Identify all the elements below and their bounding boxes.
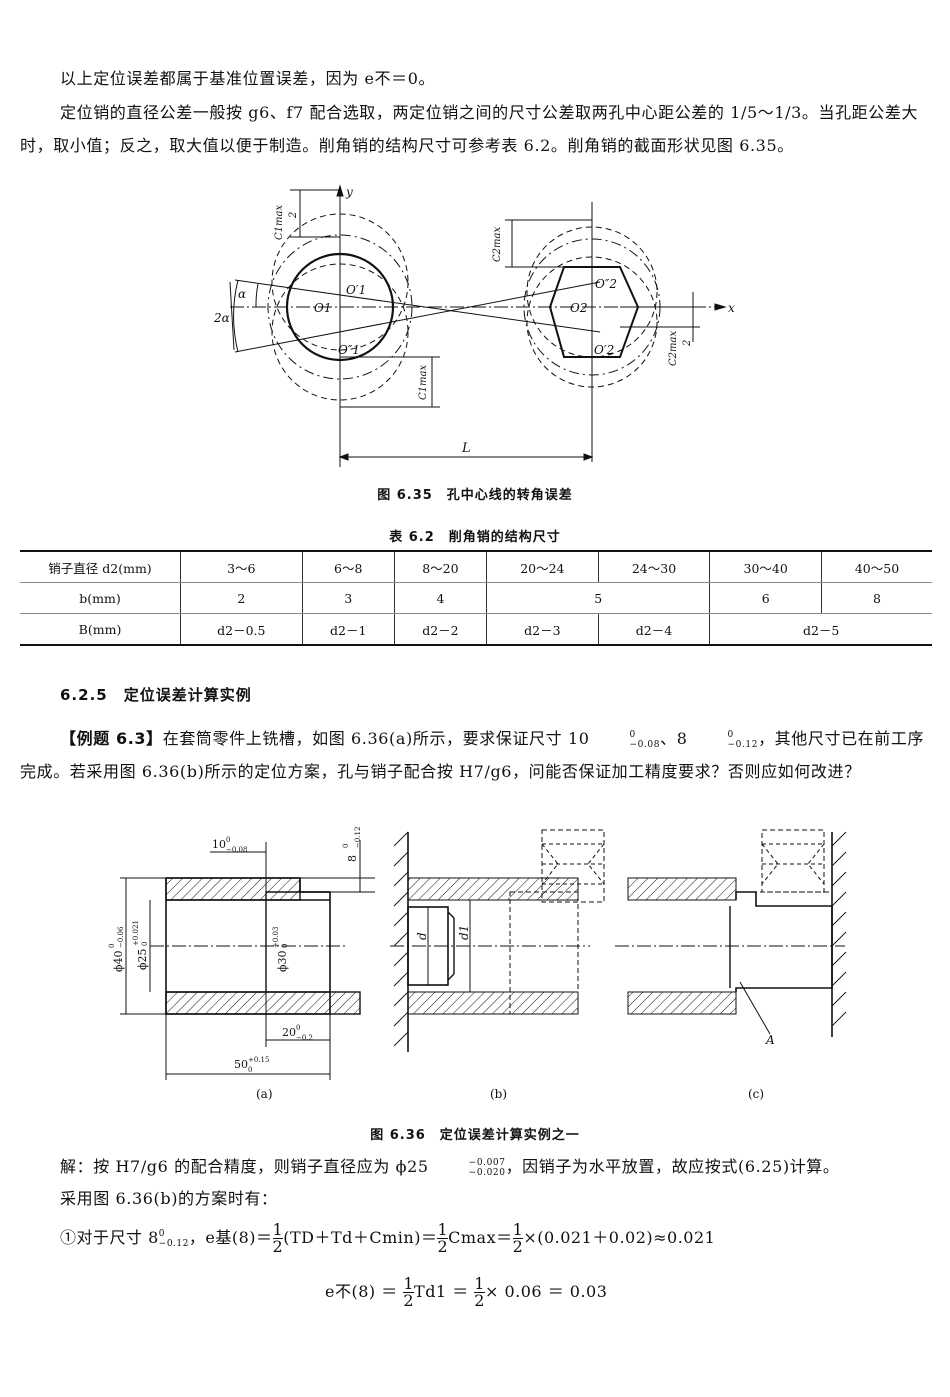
subfigure-a — [120, 840, 375, 1080]
label-x: x — [728, 301, 735, 315]
svg-text:ϕ40: ϕ40 — [112, 951, 125, 973]
svg-text:0: 0 — [226, 836, 230, 844]
table-cell: B(mm) — [20, 613, 181, 646]
section-heading: 6.2.5 定位误差计算实例 — [60, 686, 252, 704]
svg-text:ϕ30: ϕ30 — [276, 951, 289, 973]
table-row: B(mm) d2－0.5 d2－1 d2－2 d2－3 d2－4 d2－5 — [20, 613, 932, 646]
svg-text:2: 2 — [288, 212, 299, 219]
label-o1p: O′1 — [346, 283, 366, 297]
left-hole-circle — [285, 252, 395, 362]
diamond-pin-section — [548, 266, 640, 358]
table-cell: d2－2 — [393, 613, 488, 646]
svg-text:−0.08: −0.08 — [226, 846, 247, 854]
label-c2max: C2max — [492, 227, 503, 262]
table-cell: 8 — [821, 582, 932, 614]
table-cell: 3 — [301, 582, 395, 614]
table-6-2: 销子直径 d2(mm) 3～6 6～8 8～20 20～24 24～30 30～… — [20, 550, 932, 646]
example-label: 【例题 6.3】 — [60, 729, 163, 748]
subfigure-c-label: (c) — [748, 1087, 764, 1101]
label-y: y — [345, 185, 353, 199]
subfigure-b — [390, 829, 605, 1052]
figure-6-36-caption: 图 6.36 定位误差计算实例之一 — [370, 1128, 580, 1143]
table-cell: b(mm) — [20, 582, 181, 614]
table-6-2-caption: 表 6.2 削角销的结构尺寸 — [389, 530, 561, 545]
table-cell: 8～20 — [393, 550, 488, 583]
label-alpha: α — [238, 287, 246, 301]
label-A: A — [765, 1033, 775, 1047]
svg-text:8: 8 — [346, 855, 359, 862]
figure-6-36: 10 0 −0.08 8 0 −0.12 ϕ40 0 −0.06 ϕ25 +0.… — [108, 827, 847, 1101]
svg-text:10: 10 — [212, 838, 226, 851]
example-text: 在套筒零件上铣槽，如图 6.36(a)所示，要求保证尺寸 10 — [162, 729, 590, 748]
svg-text:0: 0 — [342, 844, 350, 848]
label-c1max: C1max — [418, 365, 429, 400]
label-o1pp: O″1 — [338, 343, 360, 357]
table-cell: 4 — [393, 582, 488, 614]
figure-6-35-caption: 图 6.35 孔中心线的转角误差 — [377, 488, 573, 503]
subfigure-a-labels: 10 0 −0.08 8 0 −0.12 ϕ40 0 −0.06 ϕ25 +0.… — [108, 827, 362, 1101]
label-d: d — [415, 932, 429, 940]
label-c1max-half: C1max — [274, 205, 285, 240]
table-cell: 2 — [180, 582, 303, 614]
table-cell: 40～50 — [821, 550, 932, 583]
paragraph-2: 定位销的直径公差一般按 g6、f7 配合选取，两定位销之间的尺寸公差取两孔中心距… — [20, 103, 919, 155]
svg-text:−0.06: −0.06 — [117, 926, 125, 948]
subfigure-a-label: (a) — [256, 1087, 273, 1101]
table-cell: d2－0.5 — [180, 613, 303, 646]
table-row: 销子直径 d2(mm) 3～6 6～8 8～20 20～24 24～30 30～… — [20, 550, 932, 583]
svg-text:ϕ25: ϕ25 — [136, 949, 149, 971]
svg-text:0: 0 — [281, 944, 289, 948]
label-o2: O2 — [570, 301, 587, 315]
label-o2pp: O″2 — [595, 277, 617, 291]
svg-text:0: 0 — [248, 1066, 252, 1074]
svg-text:+0.15: +0.15 — [248, 1056, 269, 1064]
solution-line-2: 采用图 6.36(b)的方案时有： — [60, 1189, 278, 1208]
label-L: L — [461, 441, 471, 456]
svg-text:+0.021: +0.021 — [132, 920, 140, 946]
table-cell: d2－4 — [597, 613, 711, 646]
table-cell: 5 — [486, 582, 711, 614]
label-o1: O1 — [314, 301, 331, 315]
svg-text:2: 2 — [682, 340, 693, 347]
table-cell: 3～6 — [180, 550, 303, 583]
svg-text:50: 50 — [234, 1058, 248, 1071]
svg-text:0: 0 — [108, 944, 116, 948]
table-cell: 6～8 — [301, 550, 395, 583]
solution-line-1: 解：按 H7/g6 的配合精度，则销子直径应为 ϕ25−0.007−0.020，… — [60, 1157, 840, 1178]
svg-text:−0.12: −0.12 — [354, 827, 362, 848]
table-cell: d2－3 — [486, 613, 599, 646]
svg-text:0: 0 — [296, 1024, 300, 1032]
table-cell: 24～30 — [597, 550, 711, 583]
table-cell: d2－1 — [301, 613, 395, 646]
subfigure-c — [615, 829, 847, 1037]
table-cell: 20～24 — [486, 550, 599, 583]
table-cell: 30～40 — [709, 550, 822, 583]
table-row: b(mm) 2 3 4 5 6 8 — [20, 582, 932, 614]
paragraph-1: 以上定位误差都属于基准位置误差，因为 e不＝0。 — [60, 69, 436, 88]
label-d1: d1 — [457, 925, 471, 940]
svg-text:20: 20 — [282, 1026, 296, 1039]
subfigure-b-label: (b) — [490, 1087, 507, 1101]
figure-6-35: y x O′1 O1 O″1 O″2 O2 O′2 2α α L C1max 2… — [213, 184, 735, 467]
svg-text:−0.2: −0.2 — [296, 1034, 313, 1042]
label-2alpha: 2α — [213, 311, 230, 325]
table-cell: 6 — [709, 582, 822, 614]
table-cell: d2－5 — [709, 613, 932, 646]
label-o2p: O′2 — [594, 343, 614, 357]
label-c2max-half: C2max — [668, 331, 679, 366]
svg-text:+0.03: +0.03 — [272, 927, 280, 948]
svg-text:0: 0 — [141, 942, 149, 946]
table-cell: 销子直径 d2(mm) — [20, 550, 181, 583]
